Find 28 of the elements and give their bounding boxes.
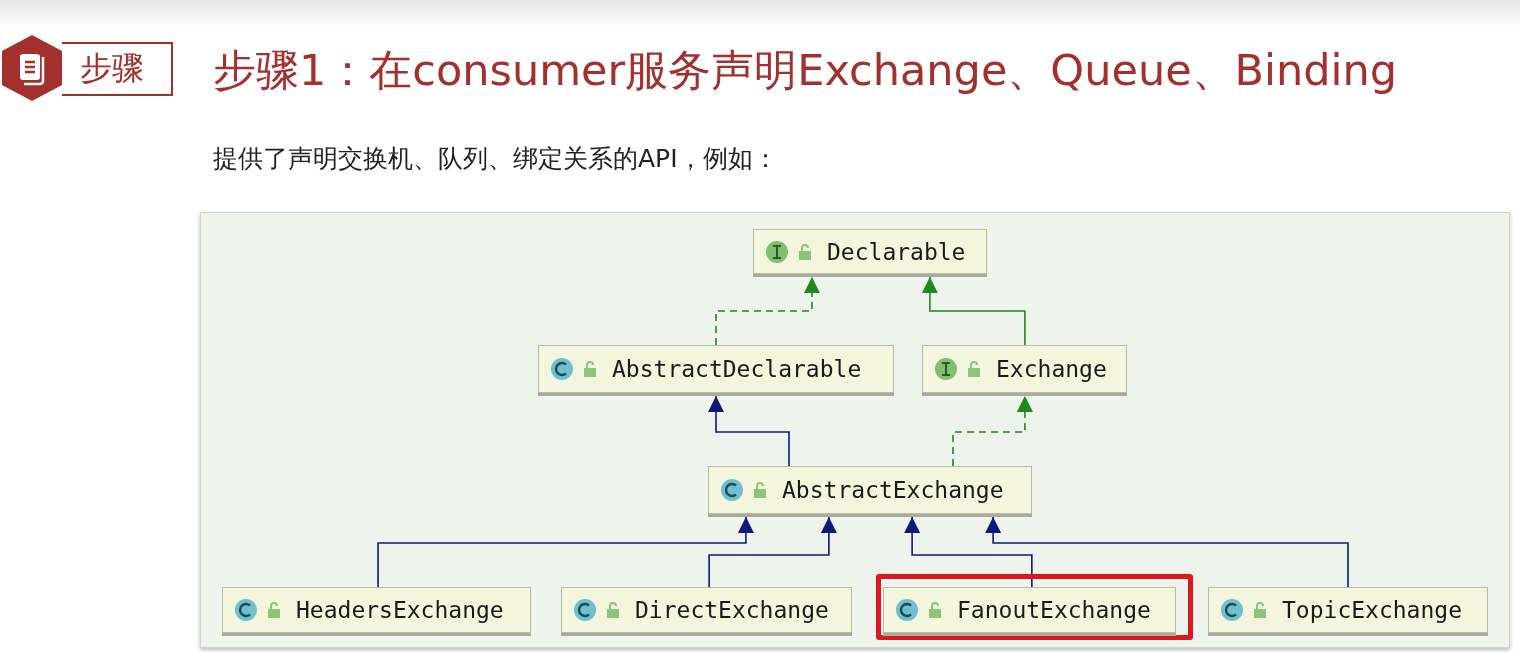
class-box xyxy=(753,229,987,274)
arrow xyxy=(708,395,790,467)
arrow xyxy=(921,276,1026,346)
arrow xyxy=(952,395,1033,467)
step-badge: 步骤 xyxy=(62,42,173,96)
class-box xyxy=(883,587,1176,633)
class-box xyxy=(561,587,852,633)
title: 步骤1：在consumer服务声明Exchange、Queue、Binding xyxy=(213,44,1398,97)
class-box xyxy=(538,345,894,393)
class-name: TopicExchange xyxy=(1282,597,1462,623)
class-box xyxy=(708,466,1032,514)
class-name: DirectExchange xyxy=(635,597,829,623)
class-name: FanoutExchange xyxy=(957,597,1151,623)
highlight-box xyxy=(876,574,1193,640)
intro-text: 提供了声明交换机、队列、绑定关系的API，例如： xyxy=(213,143,778,175)
arrow xyxy=(904,516,1033,588)
class-name: AbstractExchange xyxy=(782,477,1004,503)
arrow xyxy=(985,516,1349,588)
class-box xyxy=(922,345,1127,393)
class-name: HeadersExchange xyxy=(296,597,504,623)
class-box xyxy=(222,587,531,633)
arrow xyxy=(377,516,754,588)
arrow xyxy=(708,516,837,588)
arrow xyxy=(715,276,820,346)
class-name: Exchange xyxy=(996,356,1107,382)
class-name: Declarable xyxy=(827,238,966,265)
class-name: AbstractDeclarable xyxy=(612,356,862,382)
class-box xyxy=(1208,587,1488,633)
